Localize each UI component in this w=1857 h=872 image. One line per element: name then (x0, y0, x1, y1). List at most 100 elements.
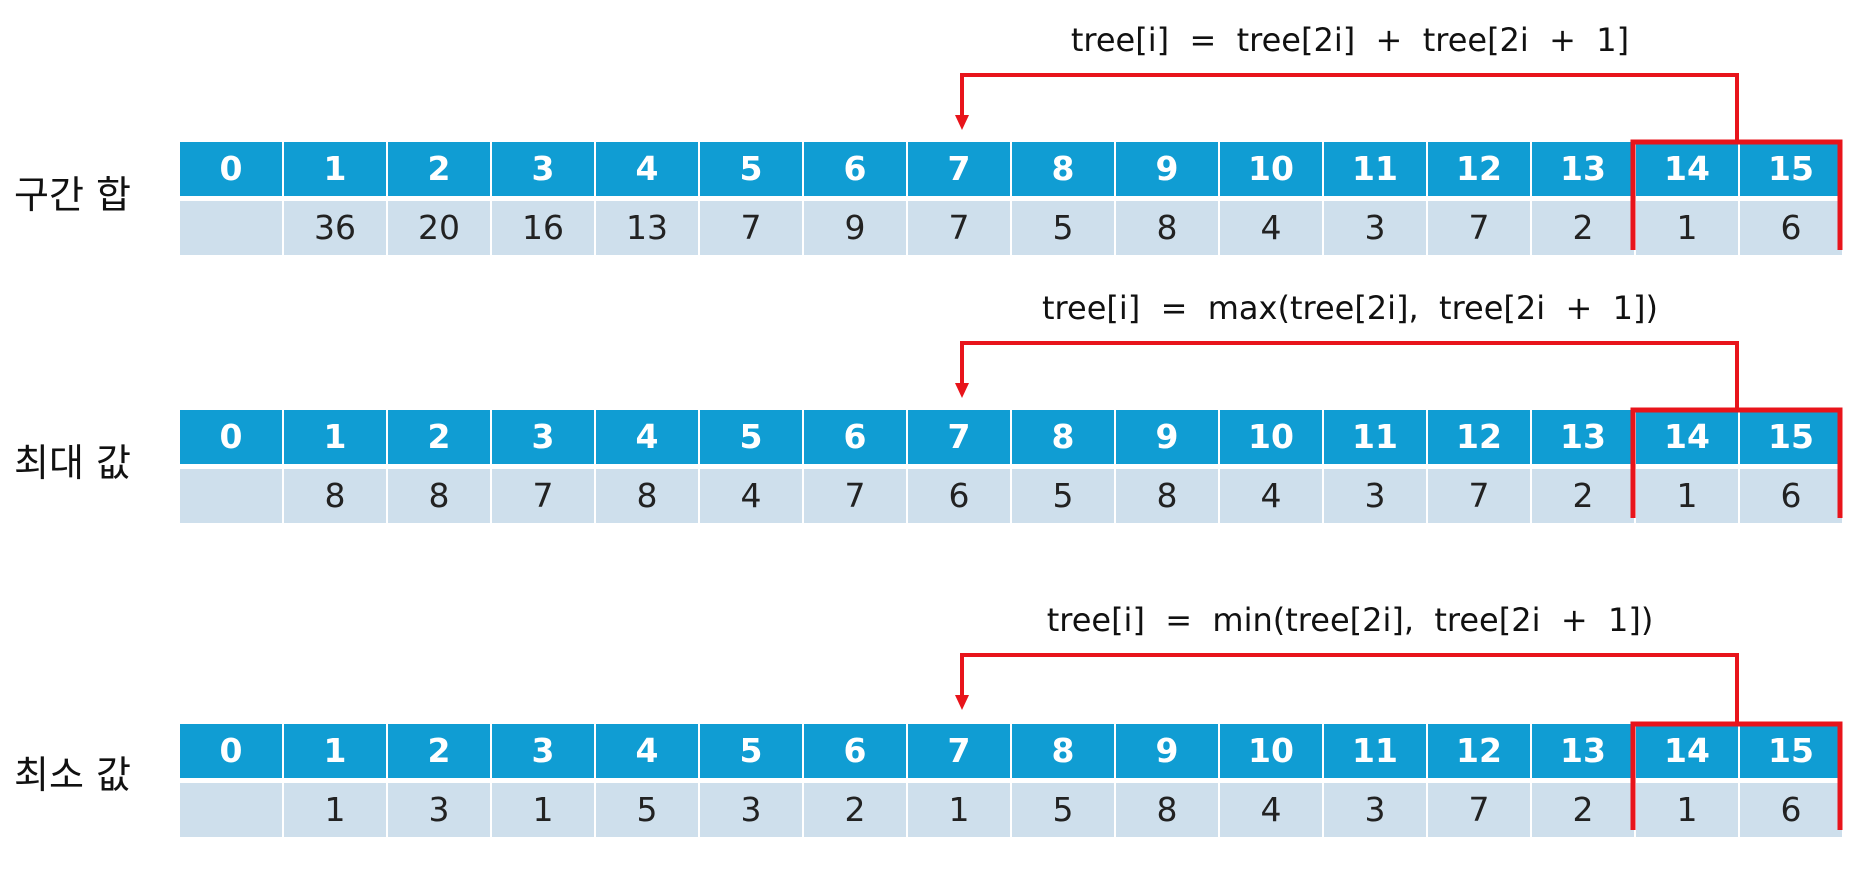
min-label: 최소 값 (14, 753, 131, 797)
arrow-head-icon (955, 115, 969, 130)
index-cell-9: 9 (1116, 142, 1218, 196)
index-cell-9: 9 (1116, 724, 1218, 778)
value-cell-10: 4 (1220, 469, 1322, 523)
value-cell-6: 7 (804, 469, 906, 523)
index-cell-8: 8 (1012, 410, 1114, 464)
value-cell-8: 5 (1012, 783, 1114, 837)
index-cell-4: 4 (596, 724, 698, 778)
index-cell-7: 7 (908, 142, 1010, 196)
index-cell-4: 4 (596, 142, 698, 196)
index-cell-0: 0 (180, 410, 282, 464)
index-cell-5: 5 (700, 724, 802, 778)
value-cell-13: 2 (1532, 201, 1634, 255)
value-cell-5: 4 (700, 469, 802, 523)
value-cell-14: 1 (1636, 469, 1738, 523)
index-cell-15: 15 (1740, 724, 1842, 778)
max-label: 최대 값 (14, 441, 131, 485)
arrow-head-icon (955, 695, 969, 710)
index-cell-15: 15 (1740, 142, 1842, 196)
index-cell-1: 1 (284, 142, 386, 196)
index-cell-11: 11 (1324, 142, 1426, 196)
value-cell-12: 7 (1428, 201, 1530, 255)
index-cell-7: 7 (908, 410, 1010, 464)
value-cell-7: 7 (908, 201, 1010, 255)
index-cell-5: 5 (700, 410, 802, 464)
index-cell-11: 11 (1324, 724, 1426, 778)
index-cell-15: 15 (1740, 410, 1842, 464)
value-cell-13: 2 (1532, 469, 1634, 523)
arrow-head-icon (955, 383, 969, 398)
value-cell-15: 6 (1740, 783, 1842, 837)
index-cell-12: 12 (1428, 142, 1530, 196)
index-cell-14: 14 (1636, 142, 1738, 196)
index-cell-1: 1 (284, 410, 386, 464)
value-cell-2: 8 (388, 469, 490, 523)
index-cell-13: 13 (1532, 724, 1634, 778)
index-cell-0: 0 (180, 724, 282, 778)
value-cell-7: 1 (908, 783, 1010, 837)
value-cell-8: 5 (1012, 469, 1114, 523)
index-cell-8: 8 (1012, 724, 1114, 778)
value-cell-2: 20 (388, 201, 490, 255)
value-cell-3: 16 (492, 201, 594, 255)
segment-tree-max-section: tree[i] = max(tree[2i], tree[2i + 1]) 최대… (0, 268, 1857, 523)
index-cell-3: 3 (492, 142, 594, 196)
value-cell-15: 6 (1740, 201, 1842, 255)
value-cell-4: 5 (596, 783, 698, 837)
value-cell-7: 6 (908, 469, 1010, 523)
index-cell-2: 2 (388, 724, 490, 778)
value-cell-10: 4 (1220, 783, 1322, 837)
index-cell-7: 7 (908, 724, 1010, 778)
value-cell-12: 7 (1428, 783, 1530, 837)
value-cell-1: 1 (284, 783, 386, 837)
index-cell-3: 3 (492, 724, 594, 778)
index-cell-10: 10 (1220, 724, 1322, 778)
sum-label: 구간 합 (14, 173, 131, 217)
connector-arrow-line (960, 73, 1739, 142)
value-cell-0 (180, 201, 282, 255)
value-cell-8: 5 (1012, 201, 1114, 255)
index-cell-12: 12 (1428, 410, 1530, 464)
index-cell-12: 12 (1428, 724, 1530, 778)
index-cell-13: 13 (1532, 142, 1634, 196)
value-cell-3: 1 (492, 783, 594, 837)
value-cell-11: 3 (1324, 201, 1426, 255)
index-cell-10: 10 (1220, 142, 1322, 196)
connector-arrow-line (960, 653, 1739, 724)
min-formula: tree[i] = min(tree[2i], tree[2i + 1]) (1046, 601, 1654, 639)
connector-arrow-line (960, 341, 1739, 410)
index-cell-6: 6 (804, 724, 906, 778)
value-cell-9: 8 (1116, 469, 1218, 523)
index-cell-2: 2 (388, 410, 490, 464)
segment-tree-sum-section: tree[i] = tree[2i] + tree[2i + 1] 구간 합 0… (0, 0, 1857, 255)
value-cell-0 (180, 783, 282, 837)
index-cell-4: 4 (596, 410, 698, 464)
value-cell-4: 8 (596, 469, 698, 523)
value-cell-11: 3 (1324, 783, 1426, 837)
value-cell-5: 7 (700, 201, 802, 255)
value-cell-1: 8 (284, 469, 386, 523)
index-cell-0: 0 (180, 142, 282, 196)
value-cell-12: 7 (1428, 469, 1530, 523)
value-cell-10: 4 (1220, 201, 1322, 255)
value-cell-14: 1 (1636, 783, 1738, 837)
segment-tree-min-section: tree[i] = min(tree[2i], tree[2i + 1]) 최소… (0, 580, 1857, 837)
index-cell-8: 8 (1012, 142, 1114, 196)
index-cell-6: 6 (804, 410, 906, 464)
index-cell-3: 3 (492, 410, 594, 464)
index-cell-11: 11 (1324, 410, 1426, 464)
value-cell-11: 3 (1324, 469, 1426, 523)
index-cell-5: 5 (700, 142, 802, 196)
index-cell-6: 6 (804, 142, 906, 196)
index-cell-10: 10 (1220, 410, 1322, 464)
value-cell-1: 36 (284, 201, 386, 255)
value-cell-14: 1 (1636, 201, 1738, 255)
value-cell-0 (180, 469, 282, 523)
index-cell-2: 2 (388, 142, 490, 196)
value-cell-15: 6 (1740, 469, 1842, 523)
value-cell-3: 7 (492, 469, 594, 523)
index-cell-14: 14 (1636, 410, 1738, 464)
value-cell-13: 2 (1532, 783, 1634, 837)
max-formula: tree[i] = max(tree[2i], tree[2i + 1]) (1042, 289, 1658, 327)
value-cell-6: 9 (804, 201, 906, 255)
